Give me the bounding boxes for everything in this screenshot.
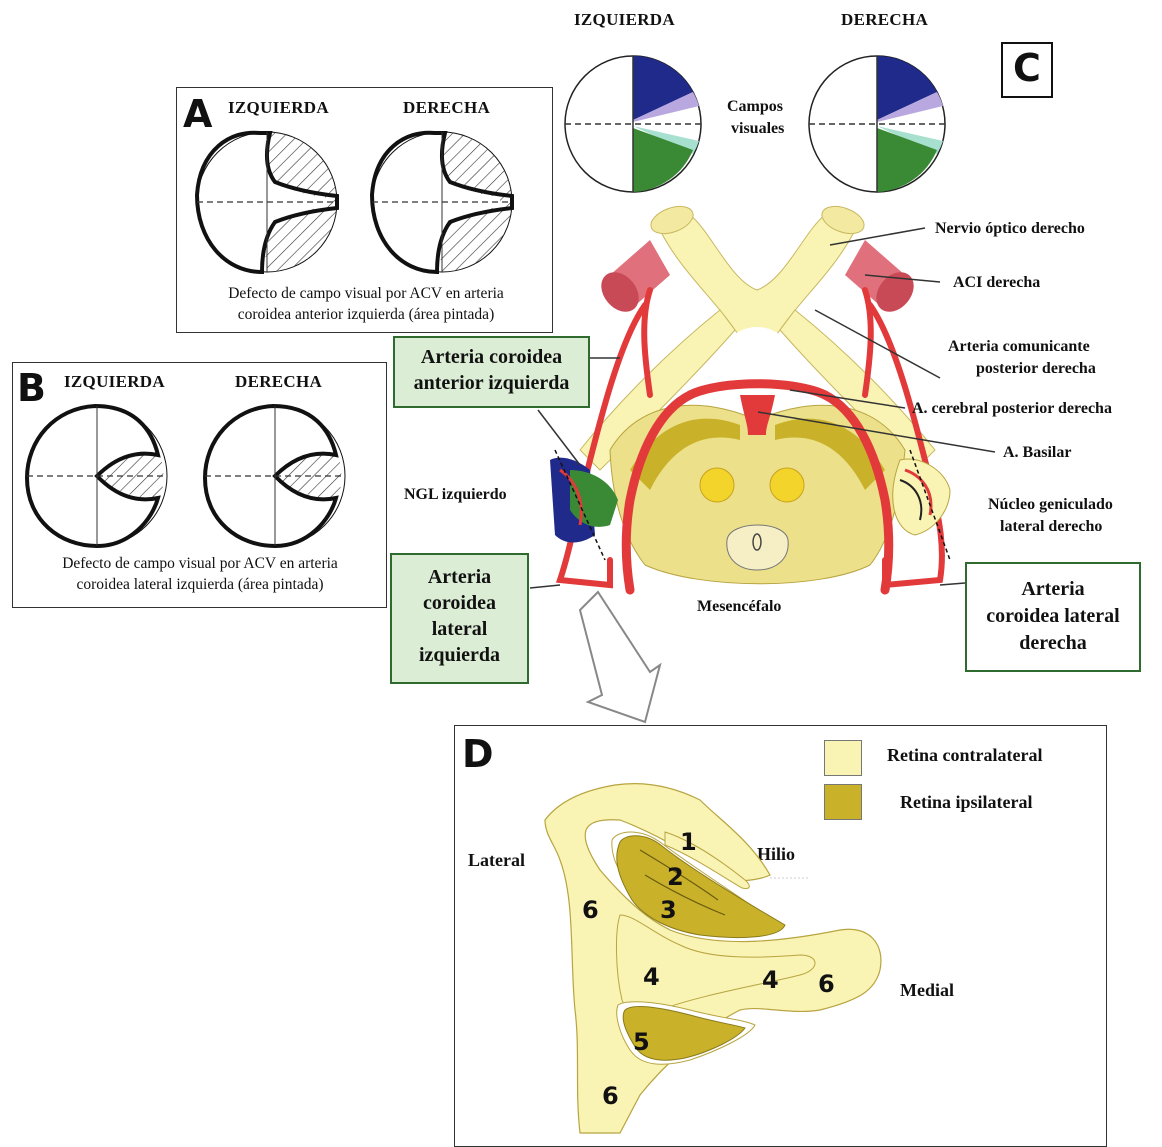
layer-label-6b: 6 (818, 970, 835, 998)
layer-label-1: 1 (680, 828, 697, 856)
layer-label-4b: 4 (762, 966, 779, 994)
layer-label-2: 2 (667, 863, 684, 891)
layer-label-3: 3 (660, 896, 677, 924)
layer-label-4a: 4 (643, 963, 660, 991)
layer-label-5: 5 (633, 1028, 650, 1056)
layer-label-6a: 6 (582, 896, 599, 924)
layer-label-6c: 6 (602, 1082, 619, 1110)
